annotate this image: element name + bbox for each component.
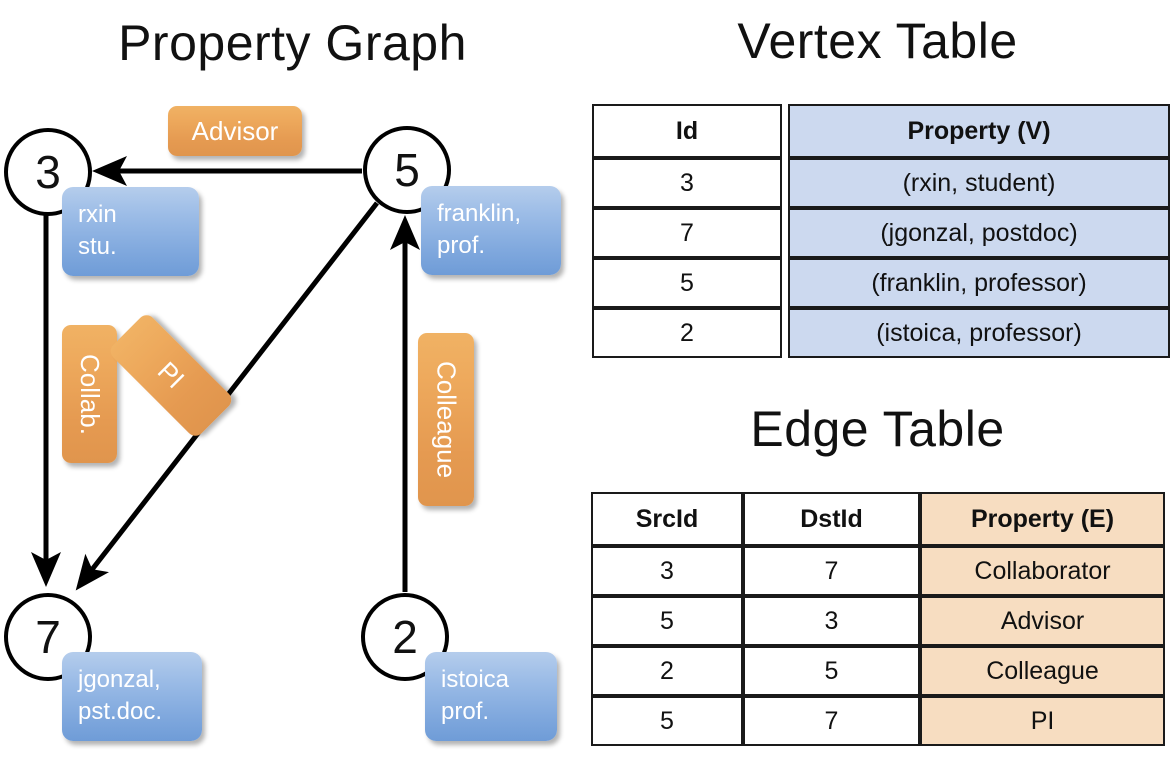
node-property-rxin-line1: rxin [78, 201, 117, 228]
edge-row-2-property: Colleague [920, 646, 1165, 696]
edge-label-colleague-text: Colleague [431, 360, 462, 479]
vertex-row-1-gap [782, 208, 788, 258]
vertex-table-header-property: Property (V) [788, 104, 1170, 158]
edge-label-pi-text: PI [152, 355, 191, 395]
table-row[interactable]: 5 (franklin, professor) [592, 258, 1170, 308]
node-property-box-istoica: istoica prof. [425, 652, 557, 741]
graph-node-5-id: 5 [394, 144, 420, 196]
edge-table-header-row: SrcId DstId Property (E) [591, 492, 1165, 546]
vertex-table-header-id: Id [592, 104, 782, 158]
edge-row-2-src: 2 [591, 646, 743, 696]
vertex-row-0-id: 3 [592, 158, 782, 208]
edge-row-2-dst: 5 [743, 646, 920, 696]
edge-row-1-dst: 3 [743, 596, 920, 646]
edge-label-collab-text: Collab. [75, 353, 105, 435]
edge-row-1-property: Advisor [920, 596, 1165, 646]
section-title-edge-table: Edge Table [750, 401, 1005, 457]
graph-node-2[interactable]: 2 [361, 593, 449, 681]
edge-label-advisor-text: Advisor [191, 115, 279, 146]
vertex-row-3-id: 2 [592, 308, 782, 358]
table-row[interactable]: 5 3 Advisor [591, 596, 1165, 646]
node-property-box-jgonzal: jgonzal, pst.doc. [62, 652, 202, 741]
node-property-franklin-line2: prof. [437, 231, 486, 259]
node-property-istoica-line1: istoica [441, 666, 510, 693]
vertex-row-2-id: 5 [592, 258, 782, 308]
node-property-rxin-line2: stu. [78, 232, 117, 260]
edge-label-advisor: Advisor [168, 106, 302, 156]
table-row[interactable]: 3 (rxin, student) [592, 158, 1170, 208]
section-title-vertex-table: Vertex Table [737, 13, 1018, 69]
edge-row-0-src: 3 [591, 546, 743, 596]
node-property-franklin-line1: franklin, [437, 200, 522, 227]
vertex-row-1-id: 7 [592, 208, 782, 258]
edge-table: SrcId DstId Property (E) 3 7 Collaborato… [591, 492, 1165, 746]
page-title-property-graph: Property Graph [118, 15, 467, 71]
edge-row-1-src: 5 [591, 596, 743, 646]
vertex-row-2-property: (franklin, professor) [788, 258, 1170, 308]
edge-table-header-srcid: SrcId [591, 492, 743, 546]
table-row[interactable]: 2 (istoica, professor) [592, 308, 1170, 358]
edge-row-0-dst: 7 [743, 546, 920, 596]
table-row[interactable]: 2 5 Colleague [591, 646, 1165, 696]
edge-label-colleague: Colleague [418, 333, 474, 506]
table-row[interactable]: 3 7 Collaborator [591, 546, 1165, 596]
node-property-box-rxin: rxin stu. [62, 187, 199, 276]
edge-row-3-dst: 7 [743, 696, 920, 746]
node-property-istoica-line2: prof. [441, 697, 490, 725]
node-property-jgonzal-line1: jgonzal, [78, 666, 161, 693]
node-property-box-franklin: franklin, prof. [421, 186, 561, 275]
vertex-row-0-property: (rxin, student) [788, 158, 1170, 208]
edge-row-3-src: 5 [591, 696, 743, 746]
graph-node-2-id: 2 [392, 611, 418, 663]
vertex-row-3-gap [782, 308, 788, 358]
edge-label-collab: Collab. [62, 325, 117, 463]
vertex-row-1-property: (jgonzal, postdoc) [788, 208, 1170, 258]
graph-node-3-id: 3 [35, 146, 61, 198]
vertex-table-header-row: Id Property (V) [592, 104, 1170, 158]
edge-row-0-property: Collaborator [920, 546, 1165, 596]
table-row[interactable]: 5 7 PI [591, 696, 1165, 746]
vertex-row-2-gap [782, 258, 788, 308]
edge-table-header-dstid: DstId [743, 492, 920, 546]
node-property-jgonzal-line2: pst.doc. [78, 697, 163, 725]
edge-row-3-property: PI [920, 696, 1165, 746]
vertex-row-0-gap [782, 158, 788, 208]
table-row[interactable]: 7 (jgonzal, postdoc) [592, 208, 1170, 258]
edge-table-header-property: Property (E) [920, 492, 1165, 546]
vertex-table-column-gap [782, 104, 788, 158]
vertex-row-3-property: (istoica, professor) [788, 308, 1170, 358]
property-graph-diagram: 3 5 7 2 rxin stu. franklin, prof. jgonza… [4, 106, 561, 741]
graph-node-5[interactable]: 5 [363, 126, 451, 214]
vertex-table: Id Property (V) 3 (rxin, student) 7 (jgo… [592, 104, 1170, 358]
graph-node-7-id: 7 [35, 611, 61, 663]
